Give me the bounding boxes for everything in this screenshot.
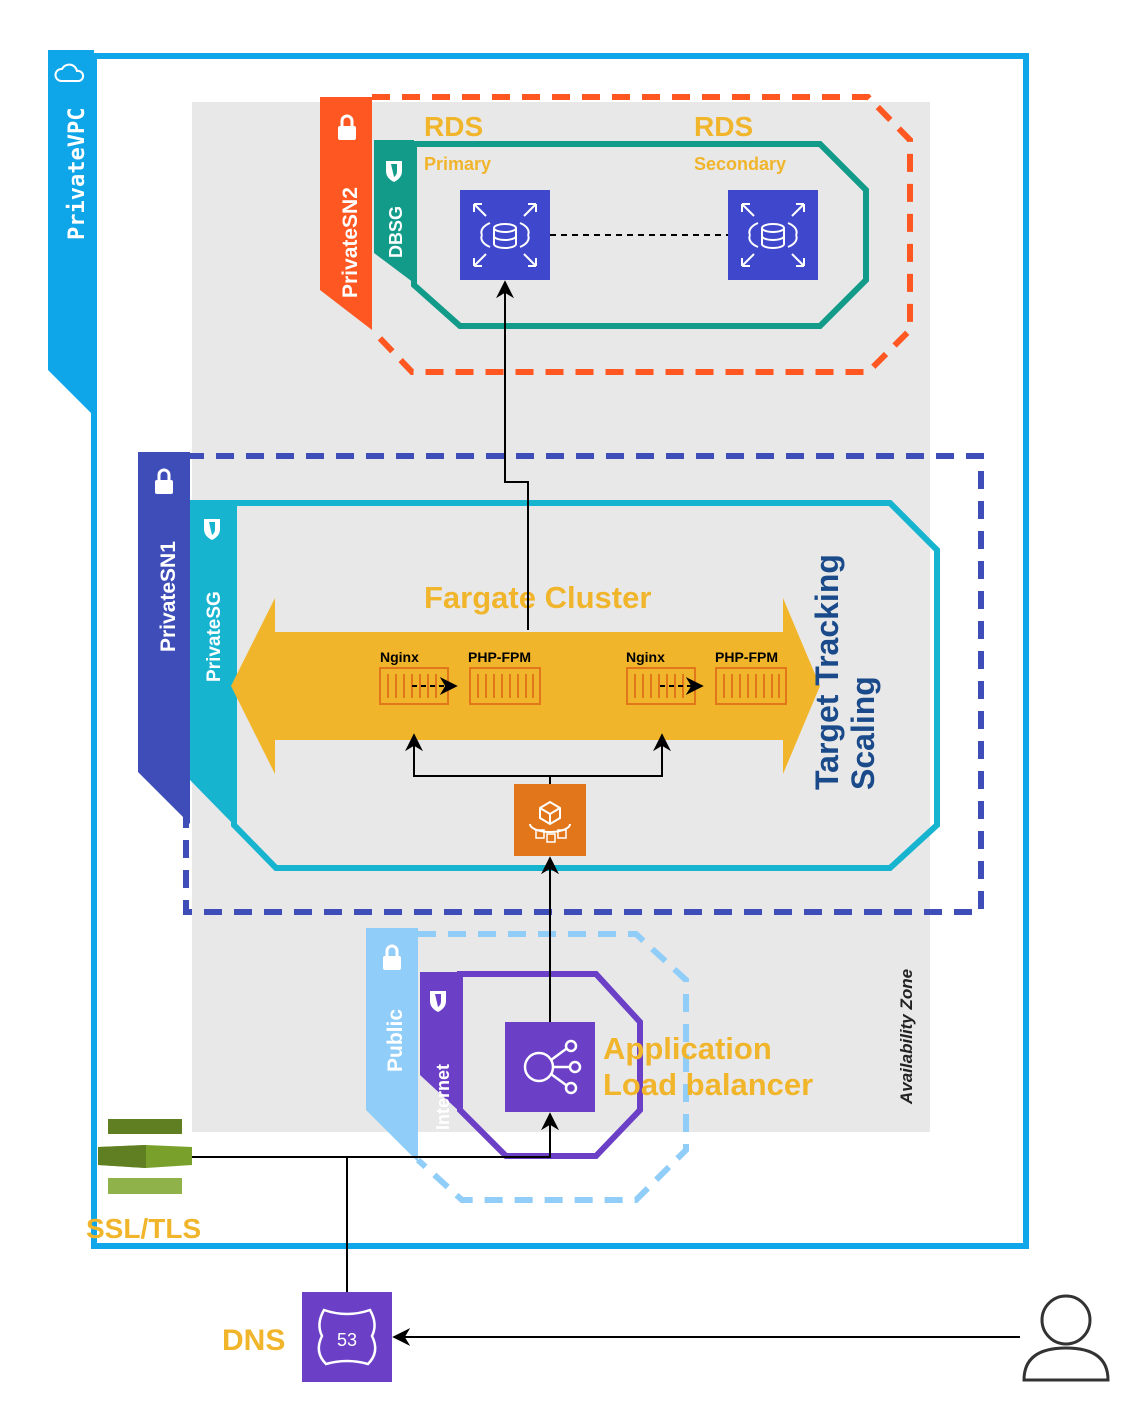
fargate-to-tasks-line <box>405 733 551 784</box>
private-security-group-tab <box>190 500 234 825</box>
fargate-to-task2-line <box>550 733 671 777</box>
lock-icon <box>383 944 401 970</box>
vpc-border <box>91 53 1029 1249</box>
task1-php-container-icon <box>469 667 541 705</box>
public-subnet-border <box>415 931 689 1203</box>
alb-label-line2: Load balancer <box>603 1067 813 1102</box>
rds-primary-subtitle: Primary <box>424 154 491 174</box>
fargate-cluster-title: Fargate Cluster <box>424 580 651 615</box>
internet-security-group-tab <box>420 972 460 1112</box>
private-subnet-2-tab <box>320 97 372 330</box>
ssl-label: SSL/TLS <box>86 1213 201 1244</box>
cloud-icon <box>54 63 85 82</box>
private-subnet-1-tab <box>138 452 190 824</box>
scaling-label-line1: Target Tracking <box>809 554 845 790</box>
shield-icon <box>204 519 220 540</box>
vpc-label: PrivateVPC <box>65 108 90 240</box>
private-subnet-2-label: PrivateSN2 <box>339 187 362 298</box>
route53-badge: 53 <box>337 1330 357 1350</box>
user-icon <box>1022 1294 1110 1382</box>
private-subnet-2-border <box>369 94 913 375</box>
db-security-group-label: DBSG <box>386 206 406 258</box>
task2-nginx-label: Nginx <box>626 649 665 665</box>
load-balancer-icon <box>505 1022 595 1112</box>
alb-label-line1: Application <box>603 1031 772 1066</box>
task2-php-label: PHP-FPM <box>715 649 778 665</box>
shield-icon <box>386 161 402 182</box>
connectors <box>192 280 1020 1346</box>
task2-php-container-icon <box>715 667 787 705</box>
private-security-group-border <box>231 500 940 871</box>
vpc-group: PrivateVPC <box>48 50 1029 1249</box>
shield-icon <box>430 991 446 1012</box>
task1-php-label: PHP-FPM <box>468 649 531 665</box>
rds-primary-icon <box>460 190 550 280</box>
rds-secondary-subtitle: Secondary <box>694 154 786 174</box>
availability-zone-label: Availability Zone <box>897 969 916 1105</box>
ssl-certificate-icon <box>98 1119 192 1194</box>
private-subnet-1-border <box>183 453 984 915</box>
fargate-to-rds-arrow <box>496 280 529 630</box>
dns-label: DNS <box>222 1324 285 1357</box>
internet-security-group-label: Internet <box>433 1064 453 1130</box>
private-security-group-label: PrivateSG <box>204 591 225 682</box>
route53-icon: 53 <box>302 1292 392 1382</box>
rds-primary-title: RDS <box>424 111 483 142</box>
db-security-group-border <box>411 141 869 329</box>
scaling-label-line2: Scaling <box>845 676 881 790</box>
public-subnet-label: Public <box>384 1009 407 1072</box>
lock-icon <box>338 114 356 140</box>
fargate-service-icon <box>514 784 586 856</box>
rds-secondary-title: RDS <box>694 111 753 142</box>
db-security-group-tab <box>374 140 414 283</box>
rds-secondary-icon <box>728 190 818 280</box>
public-subnet-tab <box>366 928 418 1162</box>
vpc-label-tab <box>48 50 94 416</box>
task1-nginx-label: Nginx <box>380 649 419 665</box>
internet-security-group-border <box>457 971 643 1159</box>
lock-icon <box>155 468 173 494</box>
ssl-to-alb-arrow <box>192 1112 559 1158</box>
private-subnet-1-label: PrivateSN1 <box>157 541 180 652</box>
